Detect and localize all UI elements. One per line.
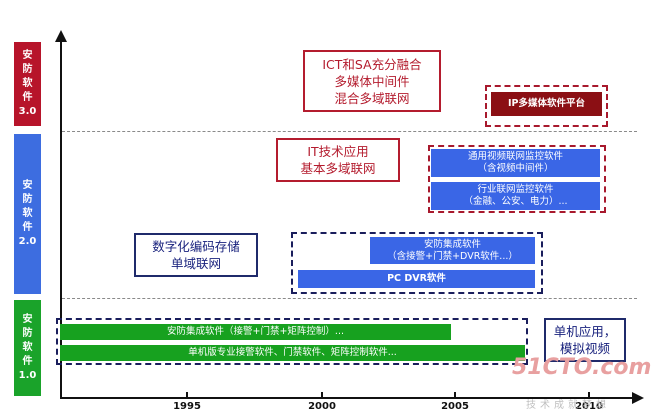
era2-digital-product-frame — [291, 232, 543, 294]
bar-general-video-monitoring: 通用视频联网监控软件 （含视频中间件） — [431, 149, 600, 177]
tick-2000 — [321, 392, 323, 398]
era-divider-2-1 — [62, 298, 637, 299]
bar-pc-dvr: PC DVR软件 — [298, 270, 535, 288]
era-divider-3-2 — [62, 131, 637, 132]
x-axis — [60, 397, 635, 399]
callout-era3-line1: ICT和SA充分融合 — [322, 56, 422, 72]
bar-ip-platform: IP多媒体软件平台 — [491, 92, 602, 116]
tick-label-2005: 2005 — [441, 401, 469, 412]
callout-era2-digital-line1: 数字化编码存储 — [152, 239, 240, 254]
tick-2005 — [454, 392, 456, 398]
callout-era3-line2: 多媒体中间件 — [334, 73, 410, 89]
bar-industry-video-line1: 行业联网监控软件 — [477, 184, 554, 195]
bar-general-video-line1: 通用视频联网监控软件 — [467, 151, 563, 162]
callout-era3: ICT和SA充分融合 多媒体中间件 混合多域联网 — [303, 50, 441, 112]
tick-2010 — [588, 392, 590, 398]
bar-integrated-2-line1: 安防集成软件 — [423, 238, 481, 250]
bar-standalone-software: 单机版专业接警软件、门禁软件、矩阵控制软件... — [60, 345, 525, 361]
y-axis-arrow-icon — [55, 30, 67, 42]
tick-label-1995: 1995 — [173, 401, 201, 412]
bar-integrated-2-line2: （含接警+门禁+DVR软件...） — [387, 250, 518, 262]
callout-era2-it-line1: IT技术应用 — [307, 144, 369, 159]
callout-era1: 单机应用， 模拟视频 — [544, 318, 626, 362]
bar-industry-video-line2: （金融、公安、电力）... — [463, 196, 568, 207]
watermark-logo: 51CTO.com — [512, 355, 652, 380]
era-3-label: 安 防 软 件 3.0 — [14, 42, 41, 126]
y-axis — [60, 38, 62, 398]
callout-era2-digital-line2: 单域联网 — [170, 256, 221, 271]
tick-label-2010: 2010 — [575, 401, 603, 412]
bar-integrated-software-1: 安防集成软件（接警+门禁+矩阵控制）... — [60, 324, 451, 340]
bar-integrated-software-2: 安防集成软件 （含接警+门禁+DVR软件...） — [370, 237, 535, 264]
bar-industry-video-monitoring: 行业联网监控软件 （金融、公安、电力）... — [431, 182, 600, 210]
callout-era1-line2: 模拟视频 — [559, 341, 610, 356]
x-axis-arrow-icon — [632, 392, 644, 404]
tick-label-2000: 2000 — [308, 401, 336, 412]
callout-era2-it-line2: 基本多域联网 — [300, 161, 376, 176]
era1-product-frame — [56, 318, 528, 365]
callout-era2-digital: 数字化编码存储 单域联网 — [134, 233, 258, 277]
tick-1995 — [186, 392, 188, 398]
era-1-label: 安 防 软 件 1.0 — [14, 300, 41, 396]
callout-era2-it: IT技术应用 基本多域联网 — [276, 138, 400, 182]
era3-product-frame — [485, 85, 608, 127]
callout-era1-line1: 单机应用， — [553, 324, 617, 339]
bar-general-video-line2: （含视频中间件） — [477, 163, 554, 174]
watermark-tagline: 技术成就梦想 — [526, 400, 610, 411]
era-2-label: 安 防 软 件 2.0 — [14, 134, 41, 294]
era2-it-product-frame — [428, 145, 606, 213]
callout-era3-line3: 混合多域联网 — [334, 90, 410, 106]
